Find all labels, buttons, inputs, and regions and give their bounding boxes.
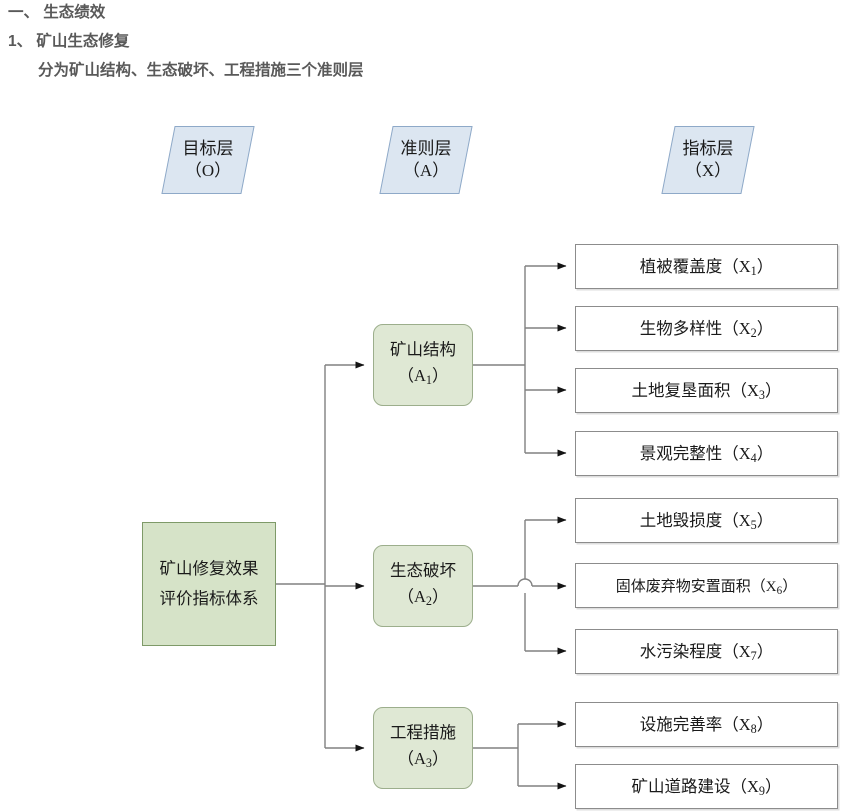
node-indicator-x1[interactable]: 植被覆盖度（X1） <box>575 244 838 289</box>
node-indicator-x8[interactable]: 设施完善率（X8） <box>575 702 838 747</box>
node-indicator-x1-label: 植被覆盖度（X1） <box>639 257 774 279</box>
node-criteria-a3-label: 工程措施 <box>390 722 456 742</box>
node-indicator-x6[interactable]: 固体废弃物安置面积（X6） <box>575 563 838 608</box>
node-goal-label: 矿山修复效果评价指标体系 <box>159 559 259 608</box>
node-indicator-x6-label: 固体废弃物安置面积（X6） <box>615 578 798 597</box>
layer-banner-indicator-code: （X） <box>684 161 732 180</box>
node-indicator-x8-label: 设施完善率（X8） <box>639 715 774 737</box>
node-indicator-x9-label: 矿山道路建设（X9） <box>631 777 782 799</box>
node-indicator-x5-label: 土地毁损度（X5） <box>639 511 774 533</box>
node-indicator-x2-label: 生物多样性（X2） <box>639 319 774 341</box>
node-indicator-x2[interactable]: 生物多样性（X2） <box>575 306 838 351</box>
node-criteria-a1[interactable]: 矿山结构 （A1） <box>373 324 473 406</box>
node-indicator-x9[interactable]: 矿山道路建设（X9） <box>575 764 838 809</box>
node-criteria-a2-label: 生态破坏 <box>390 560 456 580</box>
layer-banner-criteria-title: 准则层 <box>400 139 452 158</box>
layer-banner-goal: 目标层 （O） <box>161 126 255 194</box>
heading-line-1: 一、 生态绩效 <box>8 4 106 21</box>
node-indicator-x7[interactable]: 水污染程度（X7） <box>575 629 838 674</box>
node-indicator-x7-label: 水污染程度（X7） <box>639 642 774 664</box>
node-criteria-a3[interactable]: 工程措施 （A3） <box>373 707 473 789</box>
node-criteria-a2-code: （A2） <box>397 586 449 609</box>
node-indicator-x4[interactable]: 景观完整性（X4） <box>575 431 838 476</box>
layer-banner-criteria: 准则层 （A） <box>379 126 473 194</box>
node-indicator-x4-label: 景观完整性（X4） <box>639 444 774 466</box>
layer-banner-goal-code: （O） <box>184 161 232 180</box>
node-indicator-x5[interactable]: 土地毁损度（X5） <box>575 498 838 543</box>
heading-line-3: 分为矿山结构、生态破坏、工程措施三个准则层 <box>38 62 364 79</box>
layer-banner-goal-title: 目标层 <box>182 139 234 158</box>
node-criteria-a3-code: （A3） <box>397 748 449 771</box>
node-criteria-a1-code: （A1） <box>397 365 449 388</box>
layer-banner-criteria-code: （A） <box>402 161 450 180</box>
node-indicator-x3[interactable]: 土地复垦面积（X3） <box>575 368 838 413</box>
heading-line-2: 1、 矿山生态修复 <box>8 33 130 50</box>
layer-banner-indicator: 指标层 （X） <box>661 126 755 194</box>
node-goal[interactable]: 矿山修复效果评价指标体系 <box>142 522 276 646</box>
layer-banner-indicator-title: 指标层 <box>682 139 734 158</box>
node-indicator-x3-label: 土地复垦面积（X3） <box>631 381 782 403</box>
node-criteria-a2[interactable]: 生态破坏 （A2） <box>373 545 473 627</box>
node-criteria-a1-label: 矿山结构 <box>390 339 456 359</box>
